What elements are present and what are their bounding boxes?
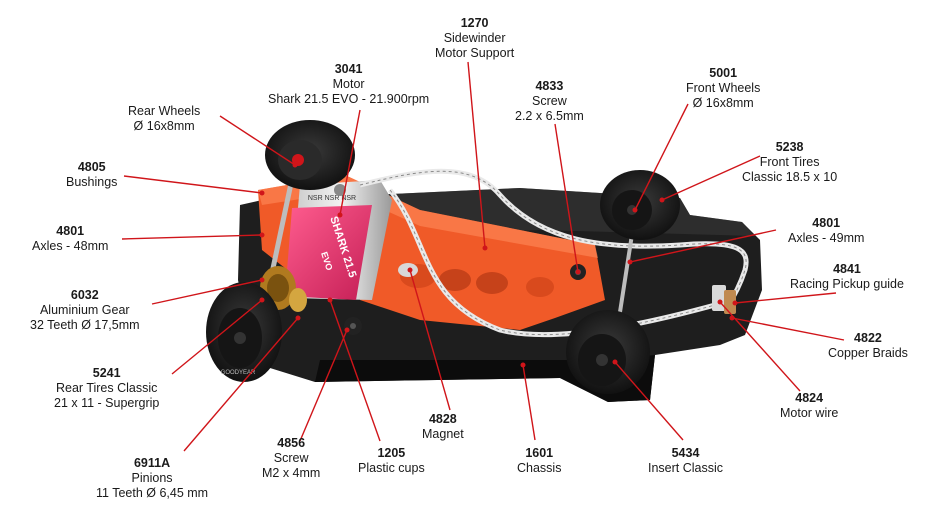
- front-top-wheel: [600, 170, 680, 240]
- tire-brand-text: GOODYEAR: [221, 370, 256, 376]
- motor-wires: [359, 168, 749, 338]
- motor-can: SHARK 21.5 EVO NSR NSR NSR: [285, 180, 392, 300]
- front-bottom-wheel: [566, 310, 650, 394]
- leader-lines: [121, 61, 845, 452]
- motor-band-text: NSR NSR NSR: [308, 195, 356, 202]
- rear-top-wheel: [265, 120, 355, 190]
- rear-bottom-wheel: GOODYEAR: [206, 282, 282, 382]
